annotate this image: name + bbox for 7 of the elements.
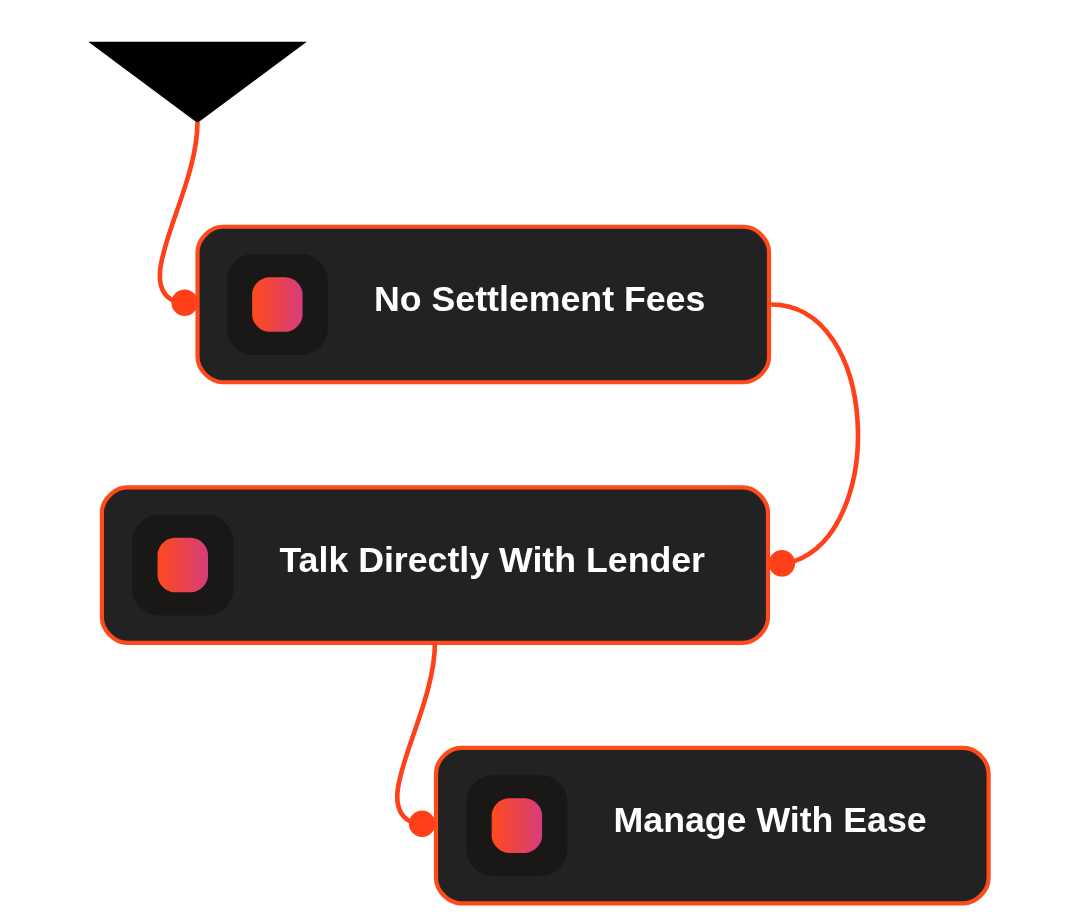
node-triangle [88, 41, 307, 123]
connector [157, 121, 200, 316]
node-box: No Settlement Fees [195, 224, 772, 385]
node-box: Manage With Ease [433, 745, 991, 906]
node-box: Talk Directly With Lender [99, 485, 771, 645]
connector [768, 302, 860, 577]
connector [395, 642, 438, 837]
